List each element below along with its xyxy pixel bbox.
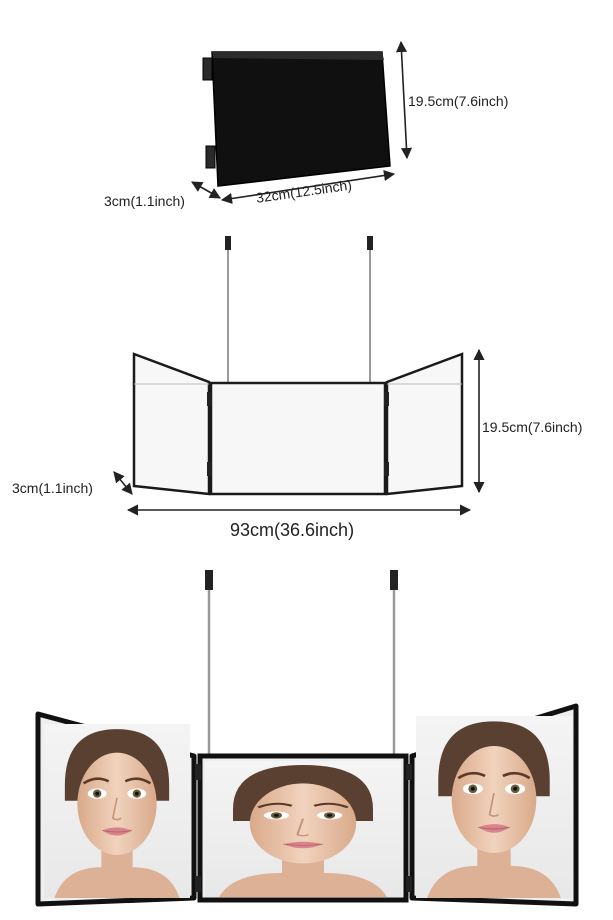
unfolded-width-label: 93cm(36.6inch) [230, 520, 355, 540]
rod-cap-icon [205, 570, 213, 590]
folded-height-label: 19.5cm(7.6inch) [408, 93, 509, 109]
left-panel [132, 352, 211, 496]
unfolded-mirror [132, 236, 464, 496]
unfolded-depth-label: 3cm(1.1inch) [12, 480, 93, 496]
height-dimension-line [395, 40, 413, 160]
hinge-icon [205, 145, 216, 169]
depth-dimension-line [191, 181, 221, 199]
mirror-in-use [35, 570, 579, 907]
folded-depth-label: 3cm(1.1inch) [104, 193, 185, 209]
face-reflection [416, 716, 572, 898]
right-panel [385, 352, 464, 496]
face-reflection [44, 724, 190, 898]
unfolded-height-label: 19.5cm(7.6inch) [482, 419, 583, 435]
width-dimension-line [220, 169, 396, 205]
face-reflection [205, 761, 401, 897]
rod-cap-icon [390, 570, 398, 590]
center-panel [209, 381, 387, 496]
rod-cap-icon [367, 236, 373, 250]
hinge-icon [202, 57, 213, 81]
depth-dimension-line [113, 471, 133, 495]
folded-mirror [202, 51, 391, 187]
rod-cap-icon [225, 236, 231, 250]
